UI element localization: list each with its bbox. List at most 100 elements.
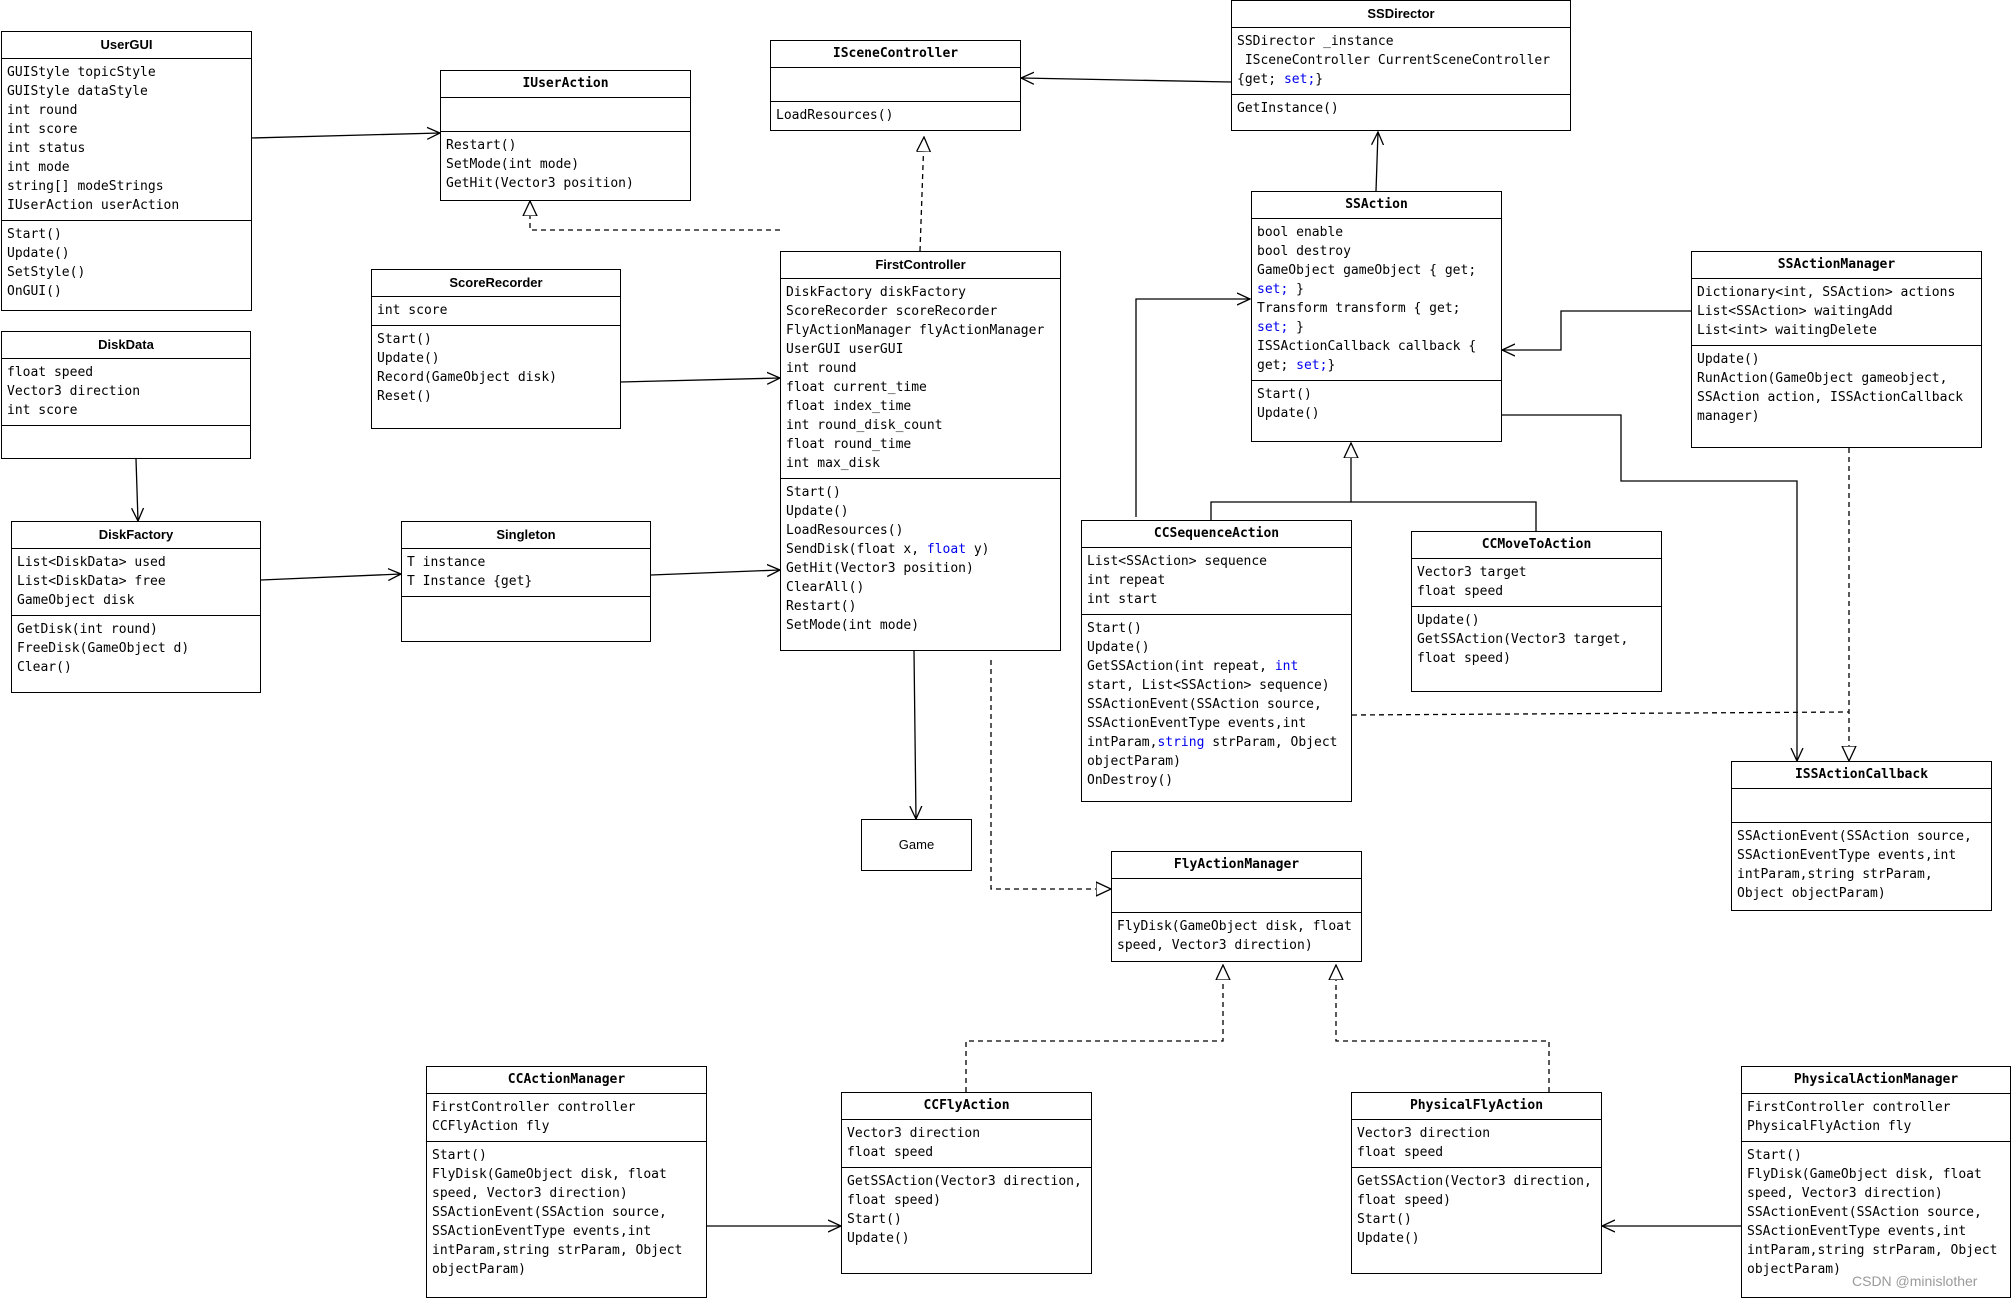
class-name: SSActionManager: [1692, 252, 1981, 279]
class-name: PhysicalFlyAction: [1352, 1093, 1601, 1120]
attribute: List<DiskData> used: [17, 555, 166, 570]
attribute: int max_disk: [786, 456, 880, 471]
operation: intParam,string strParam, Object: [432, 1243, 683, 1258]
operation: ClearAll(): [786, 580, 865, 595]
operation: RunAction(GameObject gameobject,: [1697, 371, 1948, 386]
class-name: SSAction: [1252, 192, 1501, 219]
operations-section: SSActionEvent(SSAction source, SSActionEv…: [1732, 822, 1991, 908]
operation: GetHit(Vector3 position): [786, 561, 974, 576]
class-name: CCActionManager: [427, 1067, 706, 1094]
operation: GetHit(Vector3 position): [446, 176, 634, 191]
class-name: ScoreRecorder: [372, 270, 620, 297]
operation: Restart(): [786, 599, 857, 614]
attribute: IUserAction userAction: [7, 198, 180, 213]
operation: Update(): [847, 1231, 910, 1246]
class-name: DiskFactory: [12, 522, 260, 549]
operation: GetSSAction(Vector3 direction,: [847, 1174, 1082, 1189]
operations-section: Start()Update(): [1252, 380, 1501, 428]
operation: speed, Vector3 direction): [1117, 938, 1313, 953]
real-firstcontroller-flyactionmanager: [990, 660, 1111, 889]
operation: FlyDisk(GameObject disk, float: [432, 1167, 667, 1182]
attribute: int score: [7, 122, 78, 137]
operation: SSActionEvent(SSAction source,: [1737, 829, 1972, 844]
class-name: ISSActionCallback: [1732, 762, 1991, 789]
operation: Clear(): [17, 660, 72, 675]
watermark: CSDN @minislother: [1852, 1273, 1978, 1289]
class-name: DiskData: [2, 332, 250, 359]
operation: Update(): [377, 351, 440, 366]
operations-section: Start()Update()LoadResources()SendDisk(f…: [781, 478, 1060, 640]
assoc-ssaction-ssdirector: [1376, 132, 1378, 192]
dep-ccsequence-issactioncallback: [1351, 711, 1850, 716]
class-name: CCMoveToAction: [1412, 532, 1661, 559]
attribute: FlyActionManager flyActionManager: [786, 323, 1045, 338]
operation: GetSSAction(Vector3 target,: [1417, 632, 1629, 647]
operations-section: GetSSAction(Vector3 direction,float spee…: [1352, 1167, 1601, 1253]
attributes-section: int score: [372, 297, 620, 325]
operation: GetDisk(int round): [17, 622, 158, 637]
assoc-diskfactory-singleton: [260, 574, 401, 580]
attribute: int score: [7, 403, 78, 418]
attribute: int round: [786, 361, 857, 376]
attribute: string[] modeStrings: [7, 179, 164, 194]
assoc-singleton-firstcontroller: [650, 570, 780, 575]
operation: intParam,string strParam,: [1737, 867, 1933, 882]
attribute: bool enable: [1257, 225, 1344, 240]
operations-section: Start()Update()GetSSAction(int repeat, i…: [1082, 614, 1351, 795]
attribute: FirstController controller: [432, 1100, 636, 1115]
operation: OnDestroy(): [1087, 773, 1174, 788]
operation: OnGUI(): [7, 284, 62, 299]
operations-section: [2, 425, 250, 463]
attribute: CCFlyAction fly: [432, 1119, 550, 1134]
operation: Start(): [1747, 1148, 1802, 1163]
attribute: Transform transform { get;: [1257, 301, 1461, 316]
operation: Record(GameObject disk): [377, 370, 558, 385]
class-name: FirstController: [781, 252, 1060, 279]
operation: SetMode(int mode): [446, 157, 580, 172]
operation: SSActionEventType events,int: [1737, 848, 1957, 863]
attribute: GUIStyle topicStyle: [7, 65, 156, 80]
attribute: T Instance {get}: [407, 574, 533, 589]
operations-section: LoadResources(): [771, 101, 1020, 130]
operation: LoadResources(): [786, 523, 904, 538]
attribute: Dictionary<int, SSAction> actions: [1697, 285, 1956, 300]
operations-section: Update()RunAction(GameObject gameobject,…: [1692, 345, 1981, 431]
attribute: List<int> waitingDelete: [1697, 323, 1878, 338]
attribute: bool destroy: [1257, 244, 1351, 259]
class-name: PhysicalActionManager: [1742, 1067, 2010, 1094]
game-box: Game: [861, 819, 972, 871]
operation: Start(): [1357, 1212, 1412, 1227]
attribute: Vector3 direction: [847, 1126, 981, 1141]
assoc-ssaction-issactioncallback: [1502, 414, 1797, 761]
operation: SSActionEvent(SSAction source,: [1747, 1205, 1982, 1220]
operations-section: Update()GetSSAction(Vector3 target,float…: [1412, 606, 1661, 673]
operation: SSActionEventType events,int: [1087, 716, 1307, 731]
attributes-section: [771, 68, 1020, 101]
operation: Update(): [786, 504, 849, 519]
attribute: GameObject disk: [17, 593, 135, 608]
operation: intParam,string strParam, Object: [1747, 1243, 1998, 1258]
attribute: set; }: [1257, 282, 1304, 297]
assoc-firstcontroller-game: [914, 650, 916, 819]
